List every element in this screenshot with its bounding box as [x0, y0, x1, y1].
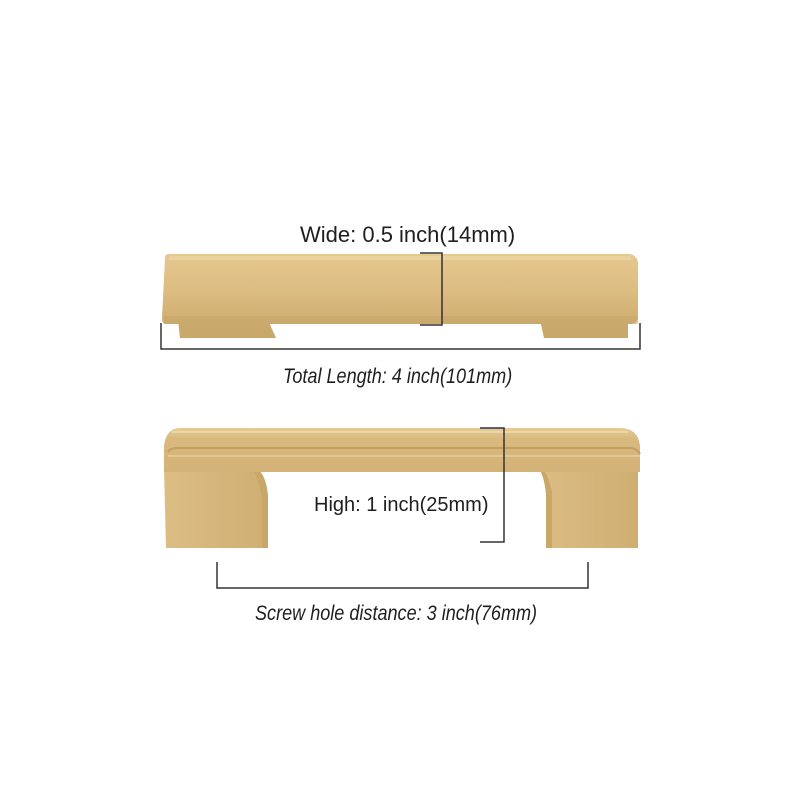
handle-top-bar — [162, 254, 638, 324]
handle-leg-right-edge — [538, 468, 552, 548]
handle-top-view — [162, 254, 638, 338]
handle-side-groove — [167, 447, 641, 455]
total-length-label: Total Length: 4 inch(101mm) — [283, 365, 513, 388]
handle-top-shadow — [164, 316, 638, 324]
total-length-bracket — [160, 323, 641, 350]
handle-leg-right — [538, 468, 638, 548]
screw-hole-distance-label: Screw hole distance: 3 inch(76mm) — [255, 602, 538, 625]
handle-leg-left-edge — [252, 468, 268, 548]
screw-hole-distance-bracket — [216, 562, 589, 589]
handle-foot-right — [540, 320, 628, 338]
handle-foot-left — [178, 320, 276, 338]
handle-leg-left — [164, 468, 268, 548]
wide-dimension-label: Wide: 0.5 inch(14mm) — [300, 222, 516, 247]
handle-side-bar — [164, 428, 640, 472]
handle-side-view — [164, 428, 641, 548]
handle-top-bevel — [168, 256, 632, 260]
high-dimension-bracket — [480, 427, 505, 543]
wide-dimension-bracket — [420, 252, 443, 326]
high-dimension-label: High: 1 inch(25mm) — [314, 494, 489, 516]
